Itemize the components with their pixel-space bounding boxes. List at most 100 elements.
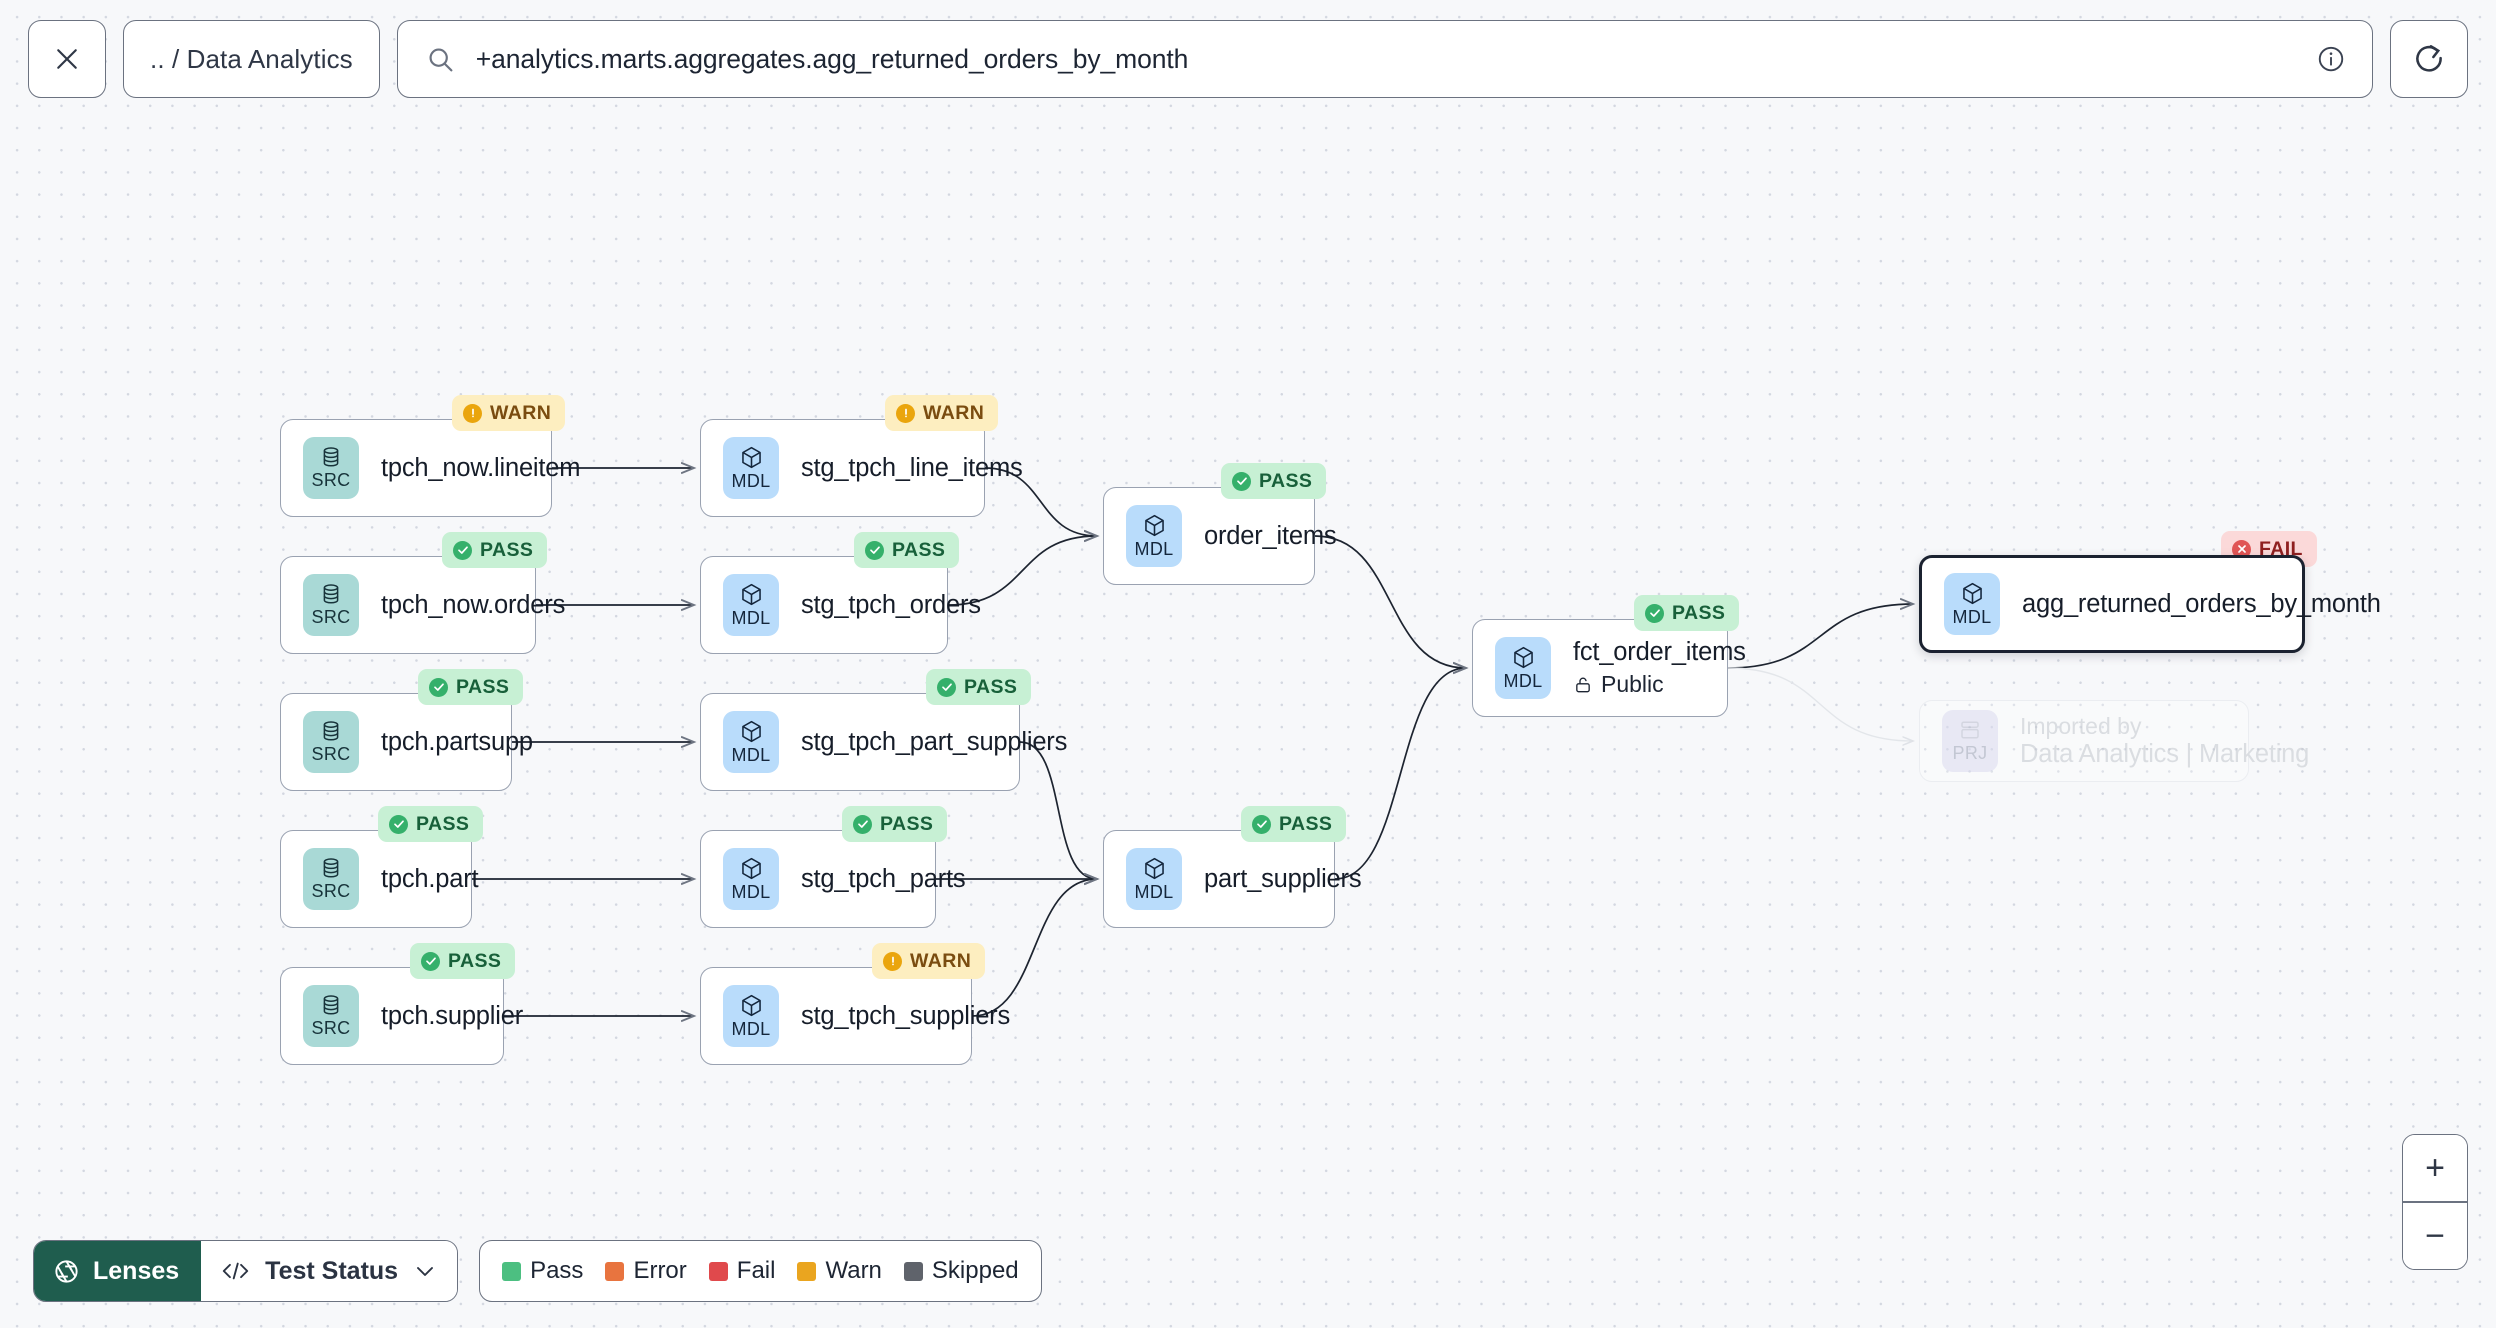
status-dot-icon <box>1232 471 1251 491</box>
status-badge-warn: WARN <box>452 395 566 431</box>
graph-node-stg-tpch-orders[interactable]: MDL stg_tpch_orders <box>700 556 981 654</box>
legend-swatch-icon <box>797 1261 817 1281</box>
status-dot-icon <box>896 403 915 423</box>
node-type-label: MDL <box>731 1018 771 1039</box>
status-badge-warn: WARN <box>872 943 986 979</box>
status-dot-icon <box>429 677 448 697</box>
node-body: tpch.part <box>381 864 479 894</box>
cube-icon <box>739 993 764 1018</box>
graph-edge <box>1727 667 1913 741</box>
node-type-badge-prj: PRJ <box>1942 710 1998 772</box>
node-type-label: SRC <box>311 744 351 764</box>
node-type-label: MDL <box>731 744 771 765</box>
graph-node-stg-tpch-part-suppliers[interactable]: MDL stg_tpch_part_suppliers <box>700 693 1067 791</box>
close-button[interactable] <box>28 20 106 98</box>
status-badge-pass: PASS <box>378 806 484 842</box>
status-legend: Pass Error Fail Warn Skipped <box>479 1240 1042 1302</box>
node-body: stg_tpch_line_items <box>801 454 1023 483</box>
legend-label: Fail <box>736 1257 776 1284</box>
legend-label: Error <box>633 1257 687 1284</box>
status-badge-label: PASS <box>1279 812 1333 835</box>
node-type-label: MDL <box>731 607 771 628</box>
legend-item-skipped[interactable]: Skipped <box>903 1257 1019 1285</box>
database-icon <box>319 445 343 469</box>
refresh-button[interactable] <box>2390 20 2468 98</box>
database-icon <box>319 993 343 1017</box>
status-badge-pass: PASS <box>842 806 948 842</box>
cube-icon <box>739 719 764 744</box>
node-type-badge-mdl: MDL <box>723 985 779 1047</box>
node-type-badge-src: SRC <box>303 437 359 499</box>
status-badge-pass: PASS <box>1634 595 1740 631</box>
status-badge-label: PASS <box>456 675 510 698</box>
node-type-label: SRC <box>311 470 351 490</box>
node-title: tpch.part <box>381 864 479 893</box>
lenses-label: Lenses <box>93 1256 180 1285</box>
status-badge-pass: PASS <box>1221 463 1327 499</box>
node-type-label: MDL <box>1503 670 1543 691</box>
node-type-badge-mdl: MDL <box>723 848 779 910</box>
status-dot-icon <box>865 540 884 560</box>
node-body: stg_tpch_part_suppliers <box>801 728 1067 757</box>
lenses-button[interactable]: Lenses <box>34 1241 202 1301</box>
cube-icon <box>1142 856 1167 881</box>
status-dot-icon <box>421 951 440 971</box>
cube-icon <box>739 582 764 607</box>
lens-select-label: Test Status <box>265 1256 399 1285</box>
node-title: tpch_now.lineitem <box>381 453 581 482</box>
node-type-badge-src: SRC <box>303 711 359 773</box>
status-dot-icon <box>1645 603 1664 623</box>
legend-swatch-icon <box>502 1261 522 1281</box>
search-input[interactable]: +analytics.marts.aggregates.agg_returned… <box>396 20 2373 98</box>
info-circle-icon[interactable] <box>2316 44 2346 74</box>
node-type-badge-mdl: MDL <box>723 711 779 773</box>
lens-select[interactable]: Test Status <box>201 1241 458 1301</box>
aperture-icon <box>53 1258 80 1285</box>
breadcrumb[interactable]: .. / Data Analytics <box>123 20 380 98</box>
legend-item-fail[interactable]: Fail <box>708 1257 776 1285</box>
node-title: stg_tpch_orders <box>801 590 981 619</box>
node-type-label: SRC <box>311 1018 351 1038</box>
refresh-icon <box>2412 42 2446 76</box>
graph-node-tpch-now-lineitem[interactable]: SRC tpch_now.lineitem <box>280 419 581 517</box>
database-icon <box>319 856 343 880</box>
node-title: Data Analytics | Marketing <box>2020 740 2310 768</box>
legend-item-warn[interactable]: Warn <box>797 1257 882 1285</box>
node-type-badge-mdl: MDL <box>1495 637 1551 699</box>
graph-edge <box>1314 535 1466 668</box>
status-badge-label: PASS <box>1672 601 1726 624</box>
zoom-out-button[interactable]: − <box>2403 1203 2467 1269</box>
node-type-label: MDL <box>1952 606 1992 627</box>
legend-item-error[interactable]: Error <box>605 1257 687 1285</box>
status-badge-pass: PASS <box>442 532 548 568</box>
cube-icon <box>739 445 764 470</box>
node-type-label: MDL <box>731 881 771 902</box>
legend-label: Pass <box>530 1257 584 1284</box>
node-visibility-label: Public <box>1601 671 1664 697</box>
node-type-badge-mdl: MDL <box>1126 505 1182 567</box>
search-icon <box>426 45 455 74</box>
status-badge-label: PASS <box>448 949 502 972</box>
legend-item-pass[interactable]: Pass <box>502 1257 583 1285</box>
status-dot-icon <box>2232 539 2251 559</box>
zoom-in-button[interactable]: + <box>2403 1135 2467 1202</box>
zoom-divider <box>2403 1201 2467 1203</box>
legend-swatch-icon <box>903 1261 923 1281</box>
close-icon <box>52 44 82 74</box>
status-badge-pass: PASS <box>926 669 1032 705</box>
